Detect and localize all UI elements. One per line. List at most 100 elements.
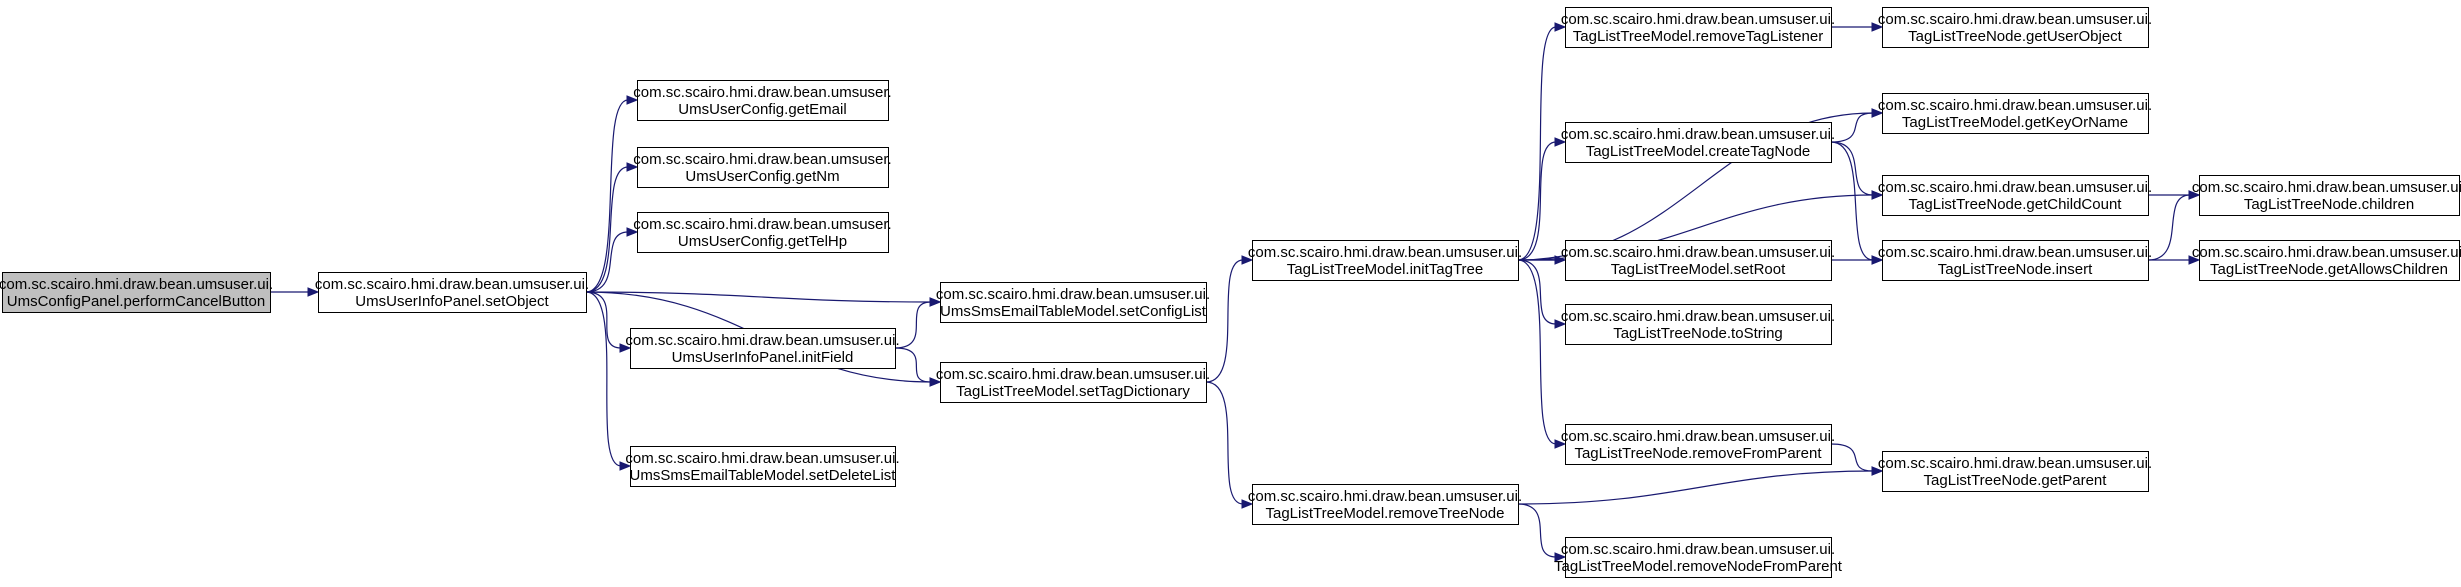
function-node[interactable]: com.sc.scairo.hmi.draw.bean.umsuser.ui.T… [2192,175,2461,216]
node-box [630,328,896,369]
function-node[interactable]: com.sc.scairo.hmi.draw.bean.umsuser.ui.T… [1561,240,1835,281]
node-label-method: TagListTreeNode.getUserObject [1908,28,2123,45]
function-node[interactable]: com.sc.scairo.hmi.draw.bean.umsuser.ui.U… [625,328,900,369]
node-label-method: TagListTreeNode.children [2244,196,2414,213]
node-box [1565,424,1832,465]
arrowhead [1871,190,1884,200]
function-node[interactable]: com.sc.scairo.hmi.draw.bean.umsuser.ui.T… [1561,7,1835,48]
function-node[interactable]: com.sc.scairo.hmi.draw.bean.umsuser.UmsU… [633,212,892,253]
node-box [637,212,889,253]
arrowhead [1871,466,1884,476]
node-label-method: UmsConfigPanel.performCancelButton [7,293,265,310]
function-node[interactable]: com.sc.scairo.hmi.draw.bean.umsuser.UmsU… [633,80,892,121]
node-label-package: com.sc.scairo.hmi.draw.bean.umsuser.ui. [1878,455,2152,472]
node-box [637,147,889,188]
node-box [1882,93,2149,134]
node-label-package: com.sc.scairo.hmi.draw.bean.umsuser.ui. [2192,244,2461,261]
node-box [637,80,889,121]
node-label-package: com.sc.scairo.hmi.draw.bean.umsuser.ui. [1878,97,2152,114]
arrowhead [1554,552,1567,562]
function-node[interactable]: com.sc.scairo.hmi.draw.bean.umsuser.ui.T… [1878,175,2152,216]
function-node[interactable]: com.sc.scairo.hmi.draw.bean.umsuser.ui.T… [936,362,1210,403]
node-box [940,362,1207,403]
function-node[interactable]: com.sc.scairo.hmi.draw.bean.umsuser.ui.T… [1561,122,1835,163]
node-box [1565,240,1832,281]
function-node[interactable]: com.sc.scairo.hmi.draw.bean.umsuser.UmsU… [633,147,892,188]
function-node[interactable]: com.sc.scairo.hmi.draw.bean.umsuser.ui.T… [1248,484,1522,525]
node-label-package: com.sc.scairo.hmi.draw.bean.umsuser.ui. [1878,244,2152,261]
function-node[interactable]: com.sc.scairo.hmi.draw.bean.umsuser.ui.T… [1878,240,2152,281]
call-edge [1830,141,1874,261]
node-label-package: com.sc.scairo.hmi.draw.bean.umsuser.ui. [1561,541,1835,558]
node-label-method: TagListTreeNode.insert [1938,261,2093,278]
call-edge [1205,259,1244,383]
node-label-method: TagListTreeNode.toString [1613,325,1783,342]
call-edge [585,291,622,349]
call-edge [585,99,629,293]
call-edge [1517,26,1557,261]
arrowhead [626,162,639,172]
function-node[interactable]: com.sc.scairo.hmi.draw.bean.umsuser.ui.T… [1554,537,1843,578]
function-node[interactable]: com.sc.scairo.hmi.draw.bean.umsuser.ui.T… [1561,424,1835,465]
function-node[interactable]: com.sc.scairo.hmi.draw.bean.umsuser.ui.T… [1248,240,1522,281]
node-label-method: TagListTreeModel.removeNodeFromParent [1554,558,1843,575]
function-node[interactable]: com.sc.scairo.hmi.draw.bean.umsuser.ui.T… [1878,93,2152,134]
nodes-layer: com.sc.scairo.hmi.draw.bean.umsuser.ui.U… [0,7,2461,578]
node-label-method: TagListTreeModel.setTagDictionary [956,383,1190,400]
node-box [940,282,1207,323]
call-edge [1517,470,1874,505]
arrowhead [1241,255,1254,265]
call-edge [1517,259,1557,325]
arrowhead [619,343,632,353]
function-node[interactable]: com.sc.scairo.hmi.draw.bean.umsuser.ui.T… [1878,7,2152,48]
node-label-method: TagListTreeModel.removeTreeNode [1266,505,1505,522]
arrowhead [2188,255,2201,265]
node-label-package: com.sc.scairo.hmi.draw.bean.umsuser.ui. [2192,179,2461,196]
node-box [2199,240,2460,281]
node-label-method: UmsSmsEmailTableModel.setConfigList [940,303,1207,320]
node-label-method: TagListTreeModel.setRoot [1611,261,1786,278]
node-label-package: com.sc.scairo.hmi.draw.bean.umsuser.ui. [1878,11,2152,28]
node-label-package: com.sc.scairo.hmi.draw.bean.umsuser.ui. [1561,126,1835,143]
call-edge [894,301,932,349]
call-edge [1517,503,1557,558]
node-label-method: TagListTreeNode.getParent [1924,472,2108,489]
arrowhead [2188,190,2201,200]
node-label-package: com.sc.scairo.hmi.draw.bean.umsuser.ui. [1561,428,1835,445]
node-label-method: TagListTreeModel.getKeyOrName [1902,114,2128,131]
arrowhead [1554,319,1567,329]
node-label-package: com.sc.scairo.hmi.draw.bean.umsuser.ui. [625,332,899,349]
function-node[interactable]: com.sc.scairo.hmi.draw.bean.umsuser.ui.U… [625,446,900,487]
function-node[interactable]: com.sc.scairo.hmi.draw.bean.umsuser.ui.T… [2192,240,2461,281]
node-label-method: TagListTreeNode.getChildCount [1909,196,2123,213]
node-label-method: TagListTreeModel.createTagNode [1586,143,1811,160]
function-node[interactable]: com.sc.scairo.hmi.draw.bean.umsuser.ui.T… [1878,451,2152,492]
function-node[interactable]: com.sc.scairo.hmi.draw.bean.umsuser.ui.U… [936,282,1210,323]
function-node[interactable]: com.sc.scairo.hmi.draw.bean.umsuser.ui.T… [1561,304,1835,345]
call-edge [585,166,629,293]
arrowhead [1871,108,1884,118]
arrowhead [1871,255,1884,265]
arrowhead [1241,499,1254,509]
call-edge [1205,381,1244,505]
node-box [1882,240,2149,281]
node-label-package: com.sc.scairo.hmi.draw.bean.umsuser.ui. [1878,179,2152,196]
node-box [630,446,896,487]
node-box [1882,451,2149,492]
node-box [2199,175,2460,216]
node-label-method: UmsUserConfig.getEmail [678,101,846,118]
node-box [1565,7,1832,48]
function-node[interactable]: com.sc.scairo.hmi.draw.bean.umsuser.ui.U… [315,272,589,313]
node-label-method: TagListTreeNode.getAllowsChildren [2210,261,2448,278]
node-label-package: com.sc.scairo.hmi.draw.bean.umsuser.ui. [315,276,589,293]
arrowhead [1554,439,1567,449]
node-label-package: com.sc.scairo.hmi.draw.bean.umsuser.ui. [625,450,899,467]
arrowhead [929,377,942,387]
function-node[interactable]: com.sc.scairo.hmi.draw.bean.umsuser.ui.U… [0,272,273,313]
node-label-method: TagListTreeNode.removeFromParent [1574,445,1822,462]
node-box [1565,304,1832,345]
node-label-package: com.sc.scairo.hmi.draw.bean.umsuser.ui. [936,286,1210,303]
edges-layer [270,22,2201,562]
arrowhead [929,297,942,307]
node-label-method: TagListTreeModel.removeTagListener [1573,28,1823,45]
